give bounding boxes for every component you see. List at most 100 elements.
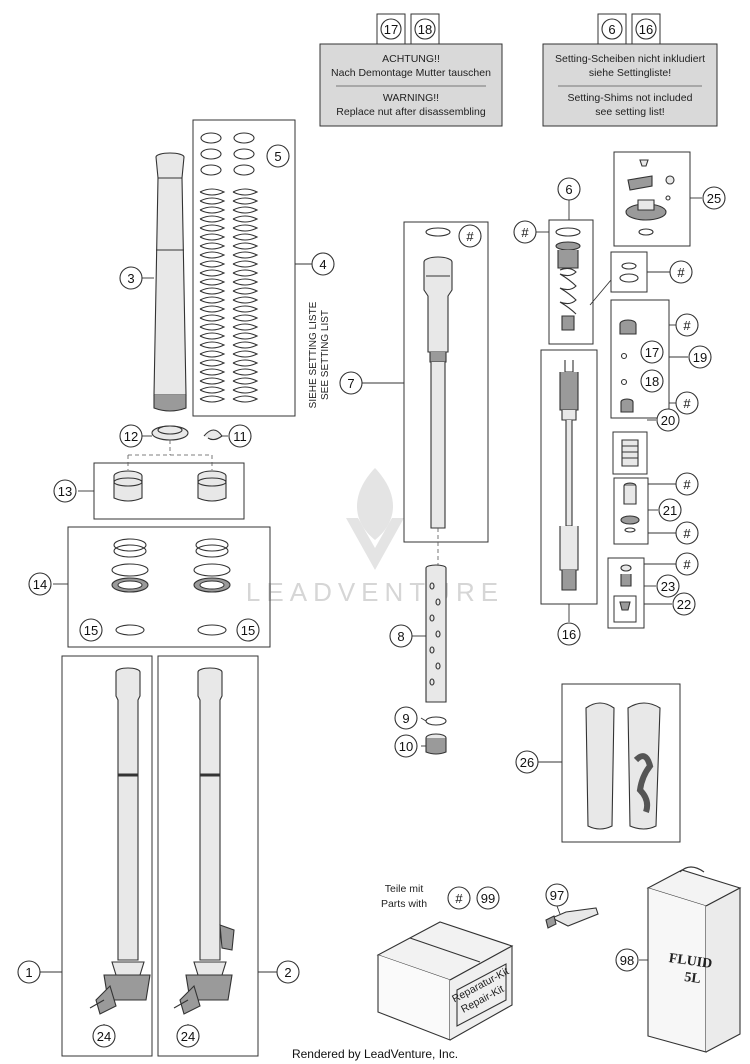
part-21-piston[interactable] xyxy=(620,482,640,533)
svg-text:#: # xyxy=(683,396,691,411)
callout-3[interactable]: 3 xyxy=(119,266,143,290)
repair-kit-line1: Teile mit xyxy=(385,883,424,895)
svg-text:25: 25 xyxy=(707,191,721,206)
callout-13[interactable]: 13 xyxy=(53,479,77,503)
callout-hash-23[interactable]: # xyxy=(675,552,699,576)
part-23-needle[interactable] xyxy=(620,564,632,587)
part-4-fork-springs[interactable] xyxy=(199,188,259,403)
callout-24-left[interactable]: 24 xyxy=(92,1024,116,1048)
callout-25[interactable]: 25 xyxy=(702,186,726,210)
callout-hash-7[interactable]: # xyxy=(458,224,482,248)
svg-text:4: 4 xyxy=(319,257,326,272)
callout-hash-19a[interactable]: # xyxy=(675,313,699,337)
part-10-nut[interactable] xyxy=(425,733,447,755)
callout-hash-21a[interactable]: # xyxy=(675,472,699,496)
part-1-fork-leg-left[interactable] xyxy=(89,667,151,1015)
part-19-shim-stack[interactable] xyxy=(619,319,637,413)
callout-2[interactable]: 2 xyxy=(276,960,300,984)
part-3-outer-tube[interactable] xyxy=(153,152,187,412)
note-line-en: Replace nut after disassembling xyxy=(336,106,486,118)
part-22-cap[interactable] xyxy=(613,595,637,623)
note-line-setting-list: see setting list! xyxy=(595,106,664,118)
svg-text:9: 9 xyxy=(402,711,409,726)
svg-text:11: 11 xyxy=(233,429,247,444)
svg-text:24: 24 xyxy=(97,1029,111,1044)
part-15-o-rings[interactable] xyxy=(115,624,227,636)
part-20-valve[interactable] xyxy=(621,439,639,467)
leader-lines xyxy=(39,155,702,1034)
callout-8[interactable]: 8 xyxy=(389,624,413,648)
part-2-fork-leg-right[interactable] xyxy=(173,667,235,1015)
part-98-fluid-can[interactable]: FLUID 5L xyxy=(646,866,742,1053)
fluid-label-line2: 5L xyxy=(683,970,701,987)
callout-18[interactable]: 18 xyxy=(640,369,664,393)
part-13-bushings[interactable] xyxy=(113,470,227,502)
svg-text:20: 20 xyxy=(661,413,675,428)
callout-23[interactable]: 23 xyxy=(656,574,680,598)
warning-note-nut: 17 18 ACHTUNG!! Nach Demontage Mutter ta… xyxy=(319,13,503,127)
repair-kit-line2: Parts with xyxy=(381,898,427,910)
callout-98[interactable]: 98 xyxy=(615,948,639,972)
note-line-shims-de: Setting-Scheiben nicht inkludiert xyxy=(555,53,705,65)
part-7-cartridge[interactable] xyxy=(423,227,453,529)
callout-15-left[interactable]: 15 xyxy=(79,618,103,642)
callout-7[interactable]: 7 xyxy=(339,371,363,395)
setting-list-en: SEE SETTING LIST xyxy=(320,310,331,400)
valve-22-23-box xyxy=(607,557,645,629)
callout-1[interactable]: 1 xyxy=(17,960,41,984)
valve-o-ring[interactable] xyxy=(619,262,639,283)
part-12-clip[interactable] xyxy=(151,425,189,441)
note-ref-17: 17 xyxy=(384,22,398,37)
part-8-damper-tube[interactable] xyxy=(425,564,447,703)
callout-4[interactable]: 4 xyxy=(311,252,335,276)
callout-10[interactable]: 10 xyxy=(394,734,418,758)
callout-19[interactable]: 19 xyxy=(688,345,712,369)
part-6-valve[interactable] xyxy=(555,227,581,331)
callout-97[interactable]: 97 xyxy=(545,883,569,907)
svg-text:17: 17 xyxy=(645,345,659,360)
note-line-de: Nach Demontage Mutter tauschen xyxy=(331,67,491,79)
callout-9[interactable]: 9 xyxy=(394,706,418,730)
part-16-rebound-cartridge[interactable] xyxy=(559,360,579,591)
part-14-seals[interactable] xyxy=(111,538,231,593)
callout-14[interactable]: 14 xyxy=(28,572,52,596)
valve-21-box xyxy=(613,477,649,545)
part-11-circlip[interactable] xyxy=(203,429,223,441)
part-9-o-ring[interactable] xyxy=(425,716,447,726)
callout-hash-6b[interactable]: # xyxy=(669,260,693,284)
callout-12[interactable]: 12 xyxy=(119,424,143,448)
part-5-shims[interactable] xyxy=(200,132,255,176)
callout-hash-6a[interactable]: # xyxy=(513,220,537,244)
note-line-settingliste: siehe Settingliste! xyxy=(589,67,671,79)
callout-hash-21b[interactable]: # xyxy=(675,521,699,545)
svg-text:22: 22 xyxy=(677,597,691,612)
svg-text:2: 2 xyxy=(284,965,291,980)
callout-21[interactable]: 21 xyxy=(658,498,682,522)
callout-17[interactable]: 17 xyxy=(640,340,664,364)
svg-text:#: # xyxy=(677,265,685,280)
note-ref-6: 6 xyxy=(608,22,615,37)
svg-text:26: 26 xyxy=(520,755,534,770)
callout-6[interactable]: 6 xyxy=(557,177,581,201)
note-ref-16: 16 xyxy=(639,22,653,37)
svg-text:13: 13 xyxy=(58,484,72,499)
callout-26[interactable]: 26 xyxy=(515,750,539,774)
part-97-grease-tube[interactable] xyxy=(545,907,599,929)
callout-16[interactable]: 16 xyxy=(557,622,581,646)
callout-22[interactable]: 22 xyxy=(672,592,696,616)
repair-kit-ref-hash: # xyxy=(455,891,463,906)
svg-text:8: 8 xyxy=(397,629,404,644)
svg-text:15: 15 xyxy=(241,623,255,638)
repair-kit-box[interactable]: Reparatur-Kit Repair-Kit xyxy=(376,921,514,1041)
callout-20[interactable]: 20 xyxy=(656,408,680,432)
callout-11[interactable]: 11 xyxy=(228,424,252,448)
callout-5[interactable]: 5 xyxy=(266,144,290,168)
callout-hash-19b[interactable]: # xyxy=(675,391,699,415)
callout-15-right[interactable]: 15 xyxy=(236,618,260,642)
part-25-adjuster[interactable] xyxy=(625,159,675,236)
part-26-fork-protectors[interactable] xyxy=(585,702,661,830)
fork-leg-right-box xyxy=(157,655,259,1057)
svg-text:23: 23 xyxy=(661,579,675,594)
callout-24-right[interactable]: 24 xyxy=(176,1024,200,1048)
shim-stack-box xyxy=(610,299,670,419)
